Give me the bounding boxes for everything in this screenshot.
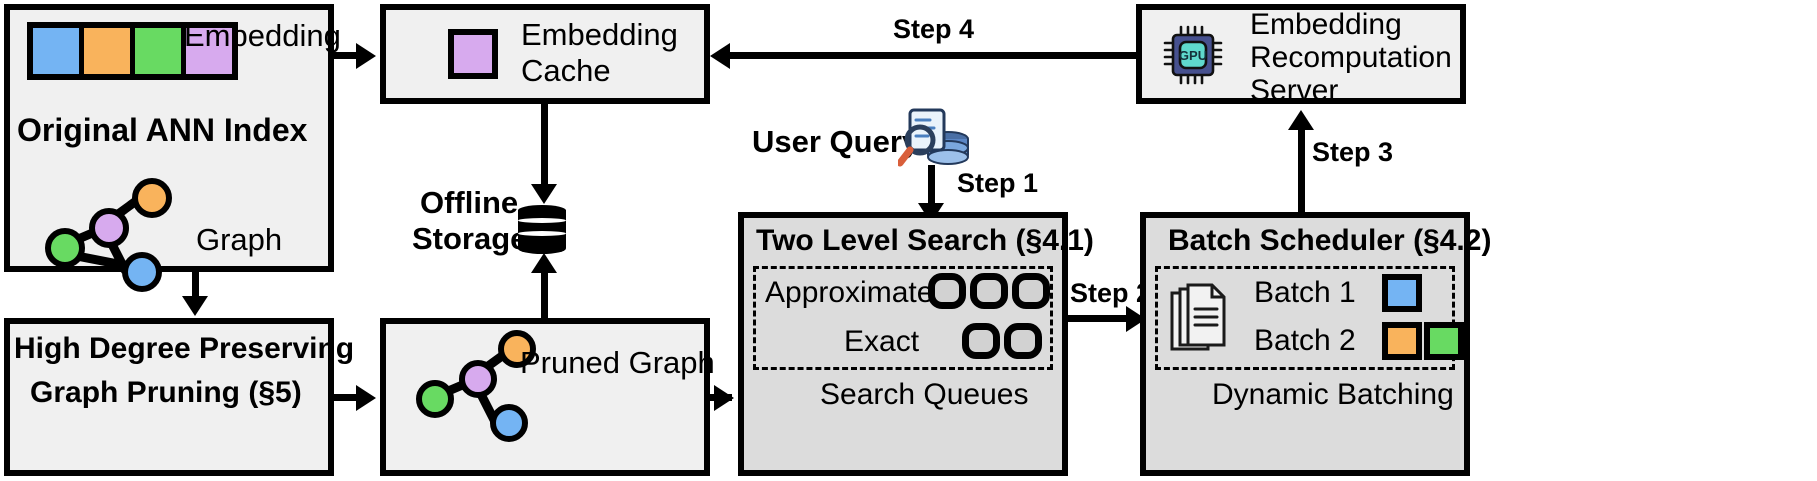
batch-1-chip-blue <box>1382 274 1422 312</box>
recompute-server-box <box>1136 4 1466 104</box>
step-3-label: Step 3 <box>1312 137 1394 167</box>
arrow-index-to-cache-head <box>356 43 376 69</box>
pruned-graph-label: Pruned Graph <box>520 345 715 380</box>
graph-node-green <box>45 228 85 268</box>
graph-pruning-title-line1: High Degree Preserving <box>14 332 355 365</box>
arrow-cache-to-storage-line <box>541 104 548 186</box>
dynamic-batching-footer: Dynamic Batching <box>1212 378 1454 411</box>
exact-row-label: Exact <box>844 325 920 358</box>
user-query-label: User Query <box>752 124 920 159</box>
graph-node-green <box>416 380 454 418</box>
arrow-cache-to-storage-head <box>531 184 557 204</box>
query-search-database-icon <box>898 108 969 167</box>
embedding-cell-purple <box>186 28 232 74</box>
graph-pruning-box <box>4 318 334 476</box>
arrow-index-to-pruning-head <box>182 296 208 316</box>
batch-2-chip-green <box>1424 322 1464 360</box>
dynamic-batching-dashed-region <box>1155 266 1455 370</box>
exact-slot-1 <box>962 323 1000 359</box>
embedding-cache-label-line1: Embedding <box>521 17 678 52</box>
original-ann-index-title: Original ANN Index <box>17 112 308 148</box>
embedding-cell-orange <box>84 28 135 74</box>
embedding-cell-green <box>135 28 186 74</box>
arrow-index-to-cache-line <box>334 52 358 59</box>
exact-slot-2 <box>1004 323 1042 359</box>
two-level-search-box <box>738 212 1068 476</box>
batch-scheduler-title: Batch Scheduler (§4.2) <box>1168 224 1492 257</box>
graph-node-blue <box>122 252 162 292</box>
offline-storage-label-line1: Offline <box>420 185 519 220</box>
recompute-server-line3: Server <box>1250 74 1339 107</box>
db-mid1 <box>518 218 566 223</box>
db-mid2 <box>518 231 566 236</box>
step-4-label: Step 4 <box>893 14 975 44</box>
arrow-step1-line <box>928 165 935 205</box>
step-1-label: Step 1 <box>957 168 1039 198</box>
recompute-server-line1: Embedding <box>1250 8 1402 41</box>
database-icon <box>518 205 566 254</box>
graph-node-purple <box>459 360 497 398</box>
search-queues-dashed-region <box>753 266 1053 370</box>
db-bottom <box>518 243 566 254</box>
approximate-row-label: Approximate <box>765 276 934 309</box>
recompute-server-line2: Recomputation <box>1250 41 1452 74</box>
search-queues-footer: Search Queues <box>820 378 1029 411</box>
batch-2-label: Batch 2 <box>1254 324 1356 357</box>
graph-pruning-title-line2: Graph Pruning (§5) <box>30 376 302 409</box>
arrow-pruned-to-storage-head <box>531 253 557 273</box>
arrow-step3-head <box>1288 110 1314 130</box>
arrow-index-to-pruning-line <box>192 272 199 298</box>
ann-index-graph-glyph <box>40 170 190 292</box>
embedding-cache-label-line2: Cache <box>521 53 611 88</box>
graph-node-orange <box>132 178 172 218</box>
two-level-search-title: Two Level Search (§4.1) <box>756 224 1094 257</box>
embedding-cell-blue <box>33 28 84 74</box>
graph-node-orange <box>498 330 536 368</box>
arrow-step3-line <box>1298 128 1305 212</box>
gpu-icon-text: GPU <box>1179 48 1207 63</box>
batch-2-chip-orange <box>1382 322 1422 360</box>
arrow-step2-line <box>1068 315 1130 322</box>
gpu-chip-icon: GPU <box>1163 25 1223 85</box>
arrow-pruning-to-pruned-line <box>334 394 358 401</box>
approximate-slot-3 <box>1012 273 1050 309</box>
approximate-slot-2 <box>970 273 1008 309</box>
documents-icon <box>1170 283 1226 351</box>
offline-storage-label-line2: Storage <box>412 221 528 256</box>
graph-node-purple <box>89 208 129 248</box>
embedding-label: Embedding <box>184 18 341 53</box>
step-2-label: Step 2 <box>1070 278 1152 308</box>
arrow-pruning-to-pruned-head <box>356 385 376 411</box>
batch-1-label: Batch 1 <box>1254 276 1356 309</box>
arrow-step4-line <box>728 52 1138 59</box>
embedding-cache-swatch <box>448 29 498 79</box>
embedding-cache-box <box>380 4 710 104</box>
embedding-strip <box>27 22 238 80</box>
graph-label: Graph <box>196 222 283 257</box>
pruned-graph-glyph <box>410 322 550 442</box>
arrow-pruned-to-search-head <box>714 385 734 411</box>
approximate-slot-1 <box>928 273 966 309</box>
arrow-step4-head <box>710 43 730 69</box>
graph-node-blue <box>490 404 528 442</box>
db-body <box>518 210 566 248</box>
arrow-pruned-to-storage-line <box>541 272 548 318</box>
